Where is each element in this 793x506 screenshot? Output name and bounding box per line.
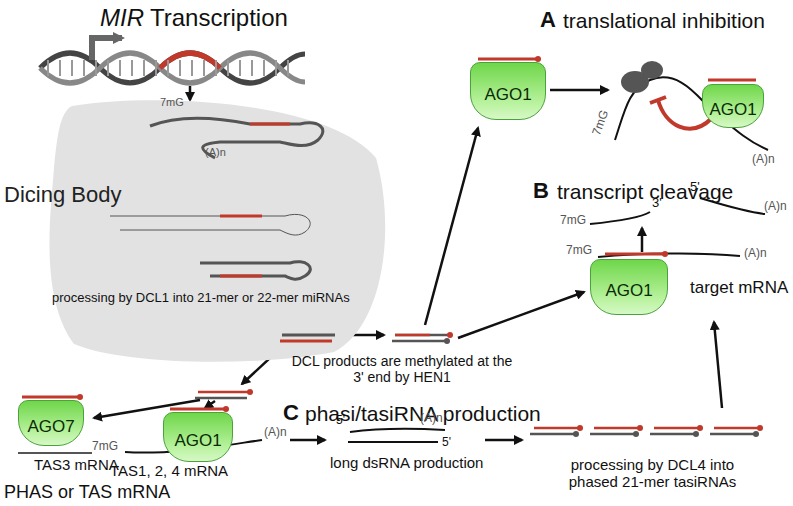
mirna-duplex — [282, 334, 335, 337]
diagram-label: Transcription — [150, 4, 288, 32]
diagram-label: 5' — [336, 414, 345, 428]
methyl-dot — [573, 431, 579, 437]
methyl-dot — [753, 431, 759, 437]
diagram-label: 7mG — [566, 244, 592, 258]
tasirna-strand — [534, 427, 580, 430]
helix-rung — [287, 60, 289, 76]
diagram-label: 7mG — [160, 96, 184, 109]
mirna-duplex — [280, 340, 332, 343]
dicing-body-outline — [0, 98, 388, 362]
helix-rung — [95, 60, 97, 76]
methyl-dot — [757, 425, 763, 431]
helix-rung — [155, 60, 157, 76]
diagram-label: (A)n — [420, 412, 443, 426]
protein-name: AGO1 — [709, 92, 756, 120]
diagram-label: 5' — [690, 180, 700, 195]
helix-rung — [227, 60, 229, 76]
protein-name: AGO1 — [605, 273, 652, 301]
helix-rung — [275, 60, 277, 76]
tasirna-strand — [654, 427, 700, 430]
diagram-label: processing by DCL4 into phased 21-mer ta… — [545, 456, 760, 491]
diagram-label: translational inhibition — [563, 9, 765, 33]
helix-rung — [47, 60, 49, 76]
methyl-dot — [693, 431, 699, 437]
helix-rung — [143, 60, 145, 76]
protein-name: AGO1 — [484, 77, 531, 105]
diagram-label: C — [283, 400, 299, 425]
ago-protein: AGO1 — [702, 84, 764, 128]
diagram-label: (A)n — [205, 146, 226, 159]
pri-mirna — [150, 118, 323, 158]
helix-rung — [71, 60, 73, 76]
tasirna-strand — [530, 433, 576, 436]
dicing-body: Dicing Body — [0, 98, 388, 362]
region-label: Dicing Body — [4, 182, 121, 208]
diagram-label: 3' — [652, 196, 662, 211]
diagram-label: 5' — [442, 436, 451, 450]
helix-rung — [83, 60, 85, 76]
diagram-label: PHAS or TAS mRNA — [4, 482, 170, 503]
helix-rung — [263, 60, 265, 76]
helix-rung — [203, 60, 205, 76]
helix-rung — [59, 60, 61, 76]
pre-mirna — [200, 262, 310, 280]
diagram-label: TAS1, 2, 4 mRNA — [110, 462, 228, 479]
helix-rung — [107, 60, 109, 76]
tasirna-strand — [594, 427, 640, 430]
diagram-label: DCL products are methylated at the 3' en… — [287, 353, 517, 385]
diagram-label: 7mG — [560, 214, 586, 228]
methyl-dot — [633, 431, 639, 437]
diagram-label: target mRNA — [690, 278, 788, 298]
diagram-label: (A)n — [744, 247, 767, 261]
diagram-label: B — [533, 178, 549, 203]
tasirna-strand — [590, 433, 636, 436]
protein-name: AGO1 — [174, 423, 221, 451]
tasirna-strand — [710, 433, 756, 436]
diagram-label: 7mG — [92, 440, 118, 454]
diagram-label: processing by DCL1 into 21-mer or 22-mer… — [52, 291, 350, 306]
pre-mirna — [110, 214, 310, 235]
diagram-label: long dsRNA production — [330, 454, 483, 471]
methyl-dot — [697, 425, 703, 431]
helix-rung — [119, 60, 121, 76]
tasirna-strand — [650, 433, 696, 436]
diagram-label: (A)n — [752, 153, 775, 167]
helix-rung — [251, 60, 253, 76]
diagram-label: 7mG — [590, 108, 612, 137]
helix-rung — [239, 60, 241, 76]
diagram-label: TAS3 mRNA — [34, 456, 119, 473]
helix-rung — [179, 60, 181, 76]
diagram-label: transcript cleavage — [557, 180, 733, 204]
helix-rung — [215, 60, 217, 76]
tasirna-strand — [714, 427, 760, 430]
ago-protein: AGO7 — [18, 400, 84, 446]
ago-protein: AGO1 — [470, 62, 546, 120]
diagram-label: (A)n — [264, 426, 287, 440]
diagram-label: (A)n — [764, 200, 787, 214]
methyl-dot — [637, 425, 643, 431]
diagram-label: MIR — [100, 4, 144, 32]
helix-rung — [191, 60, 193, 76]
dicing-body-shape — [49, 100, 385, 362]
ago-protein: AGO1 — [163, 412, 233, 462]
ago-protein: AGO1 — [590, 259, 668, 315]
helix-rung — [131, 60, 133, 76]
diagram-label: A — [540, 7, 556, 32]
helix-rung — [167, 60, 169, 76]
protein-name: AGO7 — [27, 409, 74, 437]
methyl-dot — [577, 425, 583, 431]
